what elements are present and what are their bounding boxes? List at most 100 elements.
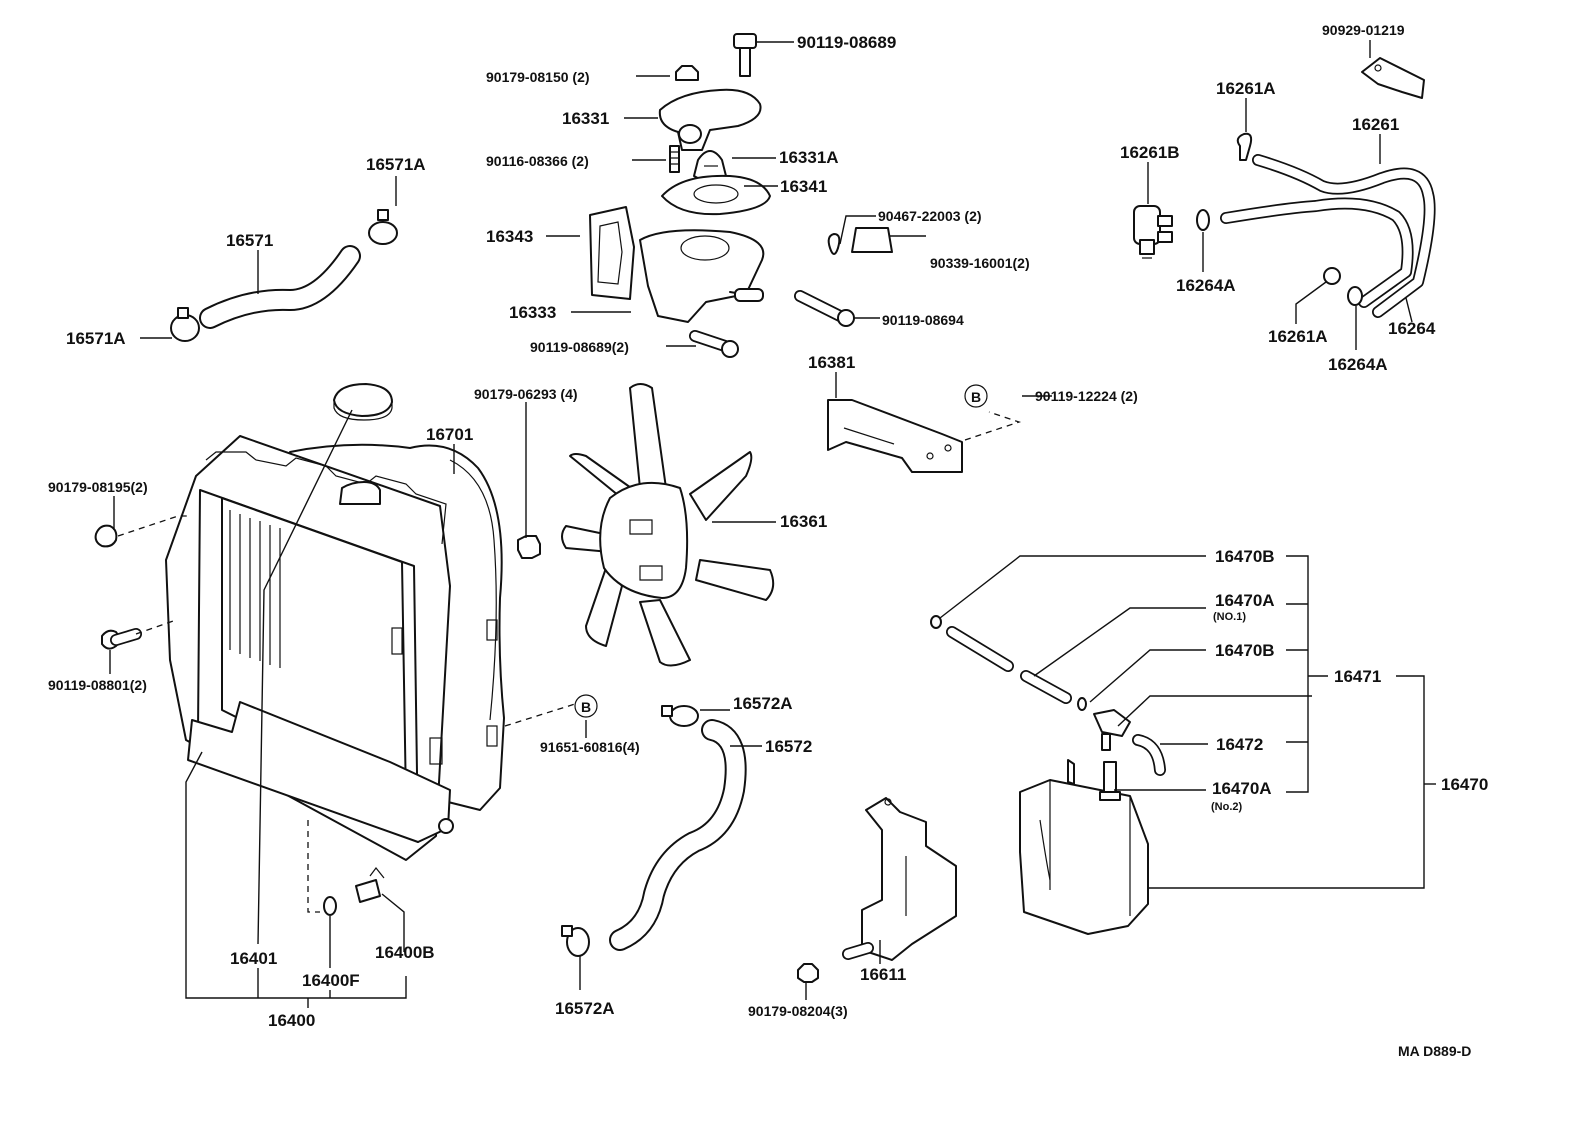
label-16571: 16571 (226, 231, 273, 250)
union-16261B (1133, 205, 1173, 259)
clamp-16572A-top (661, 705, 699, 727)
o-ring-16400F (323, 896, 337, 916)
part-labels: 90119-08689 90179-08150 (2) 16331 90116-… (48, 22, 1488, 1059)
label-16264A-left: 16264A (1176, 276, 1236, 295)
label-16701: 16701 (426, 425, 473, 444)
diagram-code: MA D889-D (1398, 1043, 1471, 1059)
clamp-16571A-top (368, 209, 398, 245)
cap-90339-16001 (851, 227, 893, 253)
radiator-16400 (165, 435, 454, 861)
clip-16264A-left (1196, 209, 1210, 231)
clip-16261A-top (1236, 132, 1253, 161)
label-16333: 16333 (509, 303, 556, 322)
label-16341: 16341 (780, 177, 827, 196)
clip-16264A-bottom (1347, 286, 1363, 306)
bracket-16611 (842, 797, 957, 961)
leader-lines (109, 40, 1436, 1008)
housing-16333 (639, 229, 765, 323)
stud-90116-08366 (669, 145, 680, 173)
label-16470A-a-note: (NO.1) (1213, 611, 1246, 623)
marker-B-top: B (964, 384, 988, 408)
radiator-cap-16401 (333, 383, 393, 421)
label-90179-06293: 90179-06293 (4) (474, 386, 578, 402)
label-16471: 16471 (1334, 667, 1381, 686)
nut-90179-08150 (675, 65, 699, 81)
leader-shroud-B (504, 703, 576, 727)
label-16261: 16261 (1352, 115, 1399, 134)
label-16401: 16401 (230, 949, 277, 968)
label-16264: 16264 (1388, 319, 1436, 338)
clamp-16571A-left (170, 307, 200, 342)
bolt-90119-08689-2 (689, 330, 739, 358)
gasket-16341 (661, 174, 771, 216)
marker-B-mid: B (574, 694, 598, 718)
label-90119-08801: 90119-08801(2) (48, 677, 147, 693)
label-16331: 16331 (562, 109, 609, 128)
label-90467-22003: 90467-22003 (2) (878, 208, 982, 224)
label-90179-08195: 90179-08195(2) (48, 479, 148, 495)
label-16470A-b: 16470A (1212, 779, 1272, 798)
label-90116-08366: 90116-08366 (2) (486, 153, 589, 169)
label-16572A-top: 16572A (733, 694, 793, 713)
label-16261A-top: 16261A (1216, 79, 1276, 98)
bracket-90929-01219 (1361, 57, 1425, 99)
label-16472: 16472 (1216, 735, 1263, 754)
label-90179-08204: 90179-08204(3) (748, 1003, 848, 1019)
label-16571A-top: 16571A (366, 155, 426, 174)
marker-B-top-text: B (971, 389, 981, 405)
label-90929-01219: 90929-01219 (1322, 22, 1405, 38)
label-16470A-b-note: (No.2) (1211, 801, 1243, 813)
label-16261A-bottom: 16261A (1268, 327, 1328, 346)
bolt-90119-08689-top (733, 33, 757, 77)
label-16611: 16611 (860, 965, 906, 984)
label-16470B-a: 16470B (1215, 547, 1275, 566)
nut-90179-06293 (517, 535, 541, 559)
clip-16261A-bottom (1323, 267, 1341, 285)
label-16470A-a: 16470A (1215, 591, 1275, 610)
clip-90467-22003 (827, 233, 841, 255)
clamp-16572A-bottom (561, 925, 590, 957)
label-91651-60816: 91651-60816(4) (540, 739, 640, 755)
clip-16470B (1077, 697, 1087, 711)
leader-16381-B (964, 411, 1022, 441)
label-16343: 16343 (486, 227, 533, 246)
fan-16361 (561, 383, 775, 667)
label-16381: 16381 (808, 353, 855, 372)
label-16331A: 16331A (779, 148, 839, 167)
cap-16472-reservoir (1093, 709, 1131, 751)
radiator-core-fins (229, 510, 281, 668)
label-90119-08694: 90119-08694 (882, 312, 964, 328)
bolt-90179-08195 (94, 524, 118, 548)
label-90339-16001: 90339-16001(2) (930, 255, 1030, 271)
reservoir-16470 (1019, 759, 1149, 935)
bolt-90119-08801 (101, 628, 142, 650)
label-16361: 16361 (780, 512, 827, 531)
label-16572A-bottom: 16572A (555, 999, 615, 1018)
label-16470B-b: 16470B (1215, 641, 1275, 660)
drain-cock-16400B (355, 867, 385, 903)
label-16261B: 16261B (1120, 143, 1180, 162)
bracket-16381 (827, 399, 963, 473)
gasket-16343 (589, 206, 635, 300)
label-90179-08150: 90179-08150 (2) (486, 69, 590, 85)
hose-16470B (930, 615, 1014, 672)
leader-08195 (117, 515, 188, 537)
hose-16472 (1132, 734, 1166, 776)
nut-90179-08204 (797, 963, 819, 983)
hose-16571 (199, 245, 361, 329)
bolt-90119-08694 (794, 290, 855, 327)
hose-16572 (609, 719, 747, 951)
label-90119-08689-2: 90119-08689(2) (530, 339, 629, 355)
label-90119-12224: 90119-12224 (2) (1035, 388, 1138, 404)
leader-drain-dash (307, 820, 320, 913)
leader-08801 (135, 619, 177, 635)
label-90119-08689-top: 90119-08689 (797, 33, 896, 52)
label-16572: 16572 (765, 737, 812, 756)
label-16400: 16400 (268, 1011, 315, 1030)
label-16400B: 16400B (375, 943, 435, 962)
label-16400F: 16400F (302, 971, 360, 990)
label-16264A-bottom: 16264A (1328, 355, 1388, 374)
label-16571A-left: 16571A (66, 329, 126, 348)
label-16470: 16470 (1441, 775, 1488, 794)
